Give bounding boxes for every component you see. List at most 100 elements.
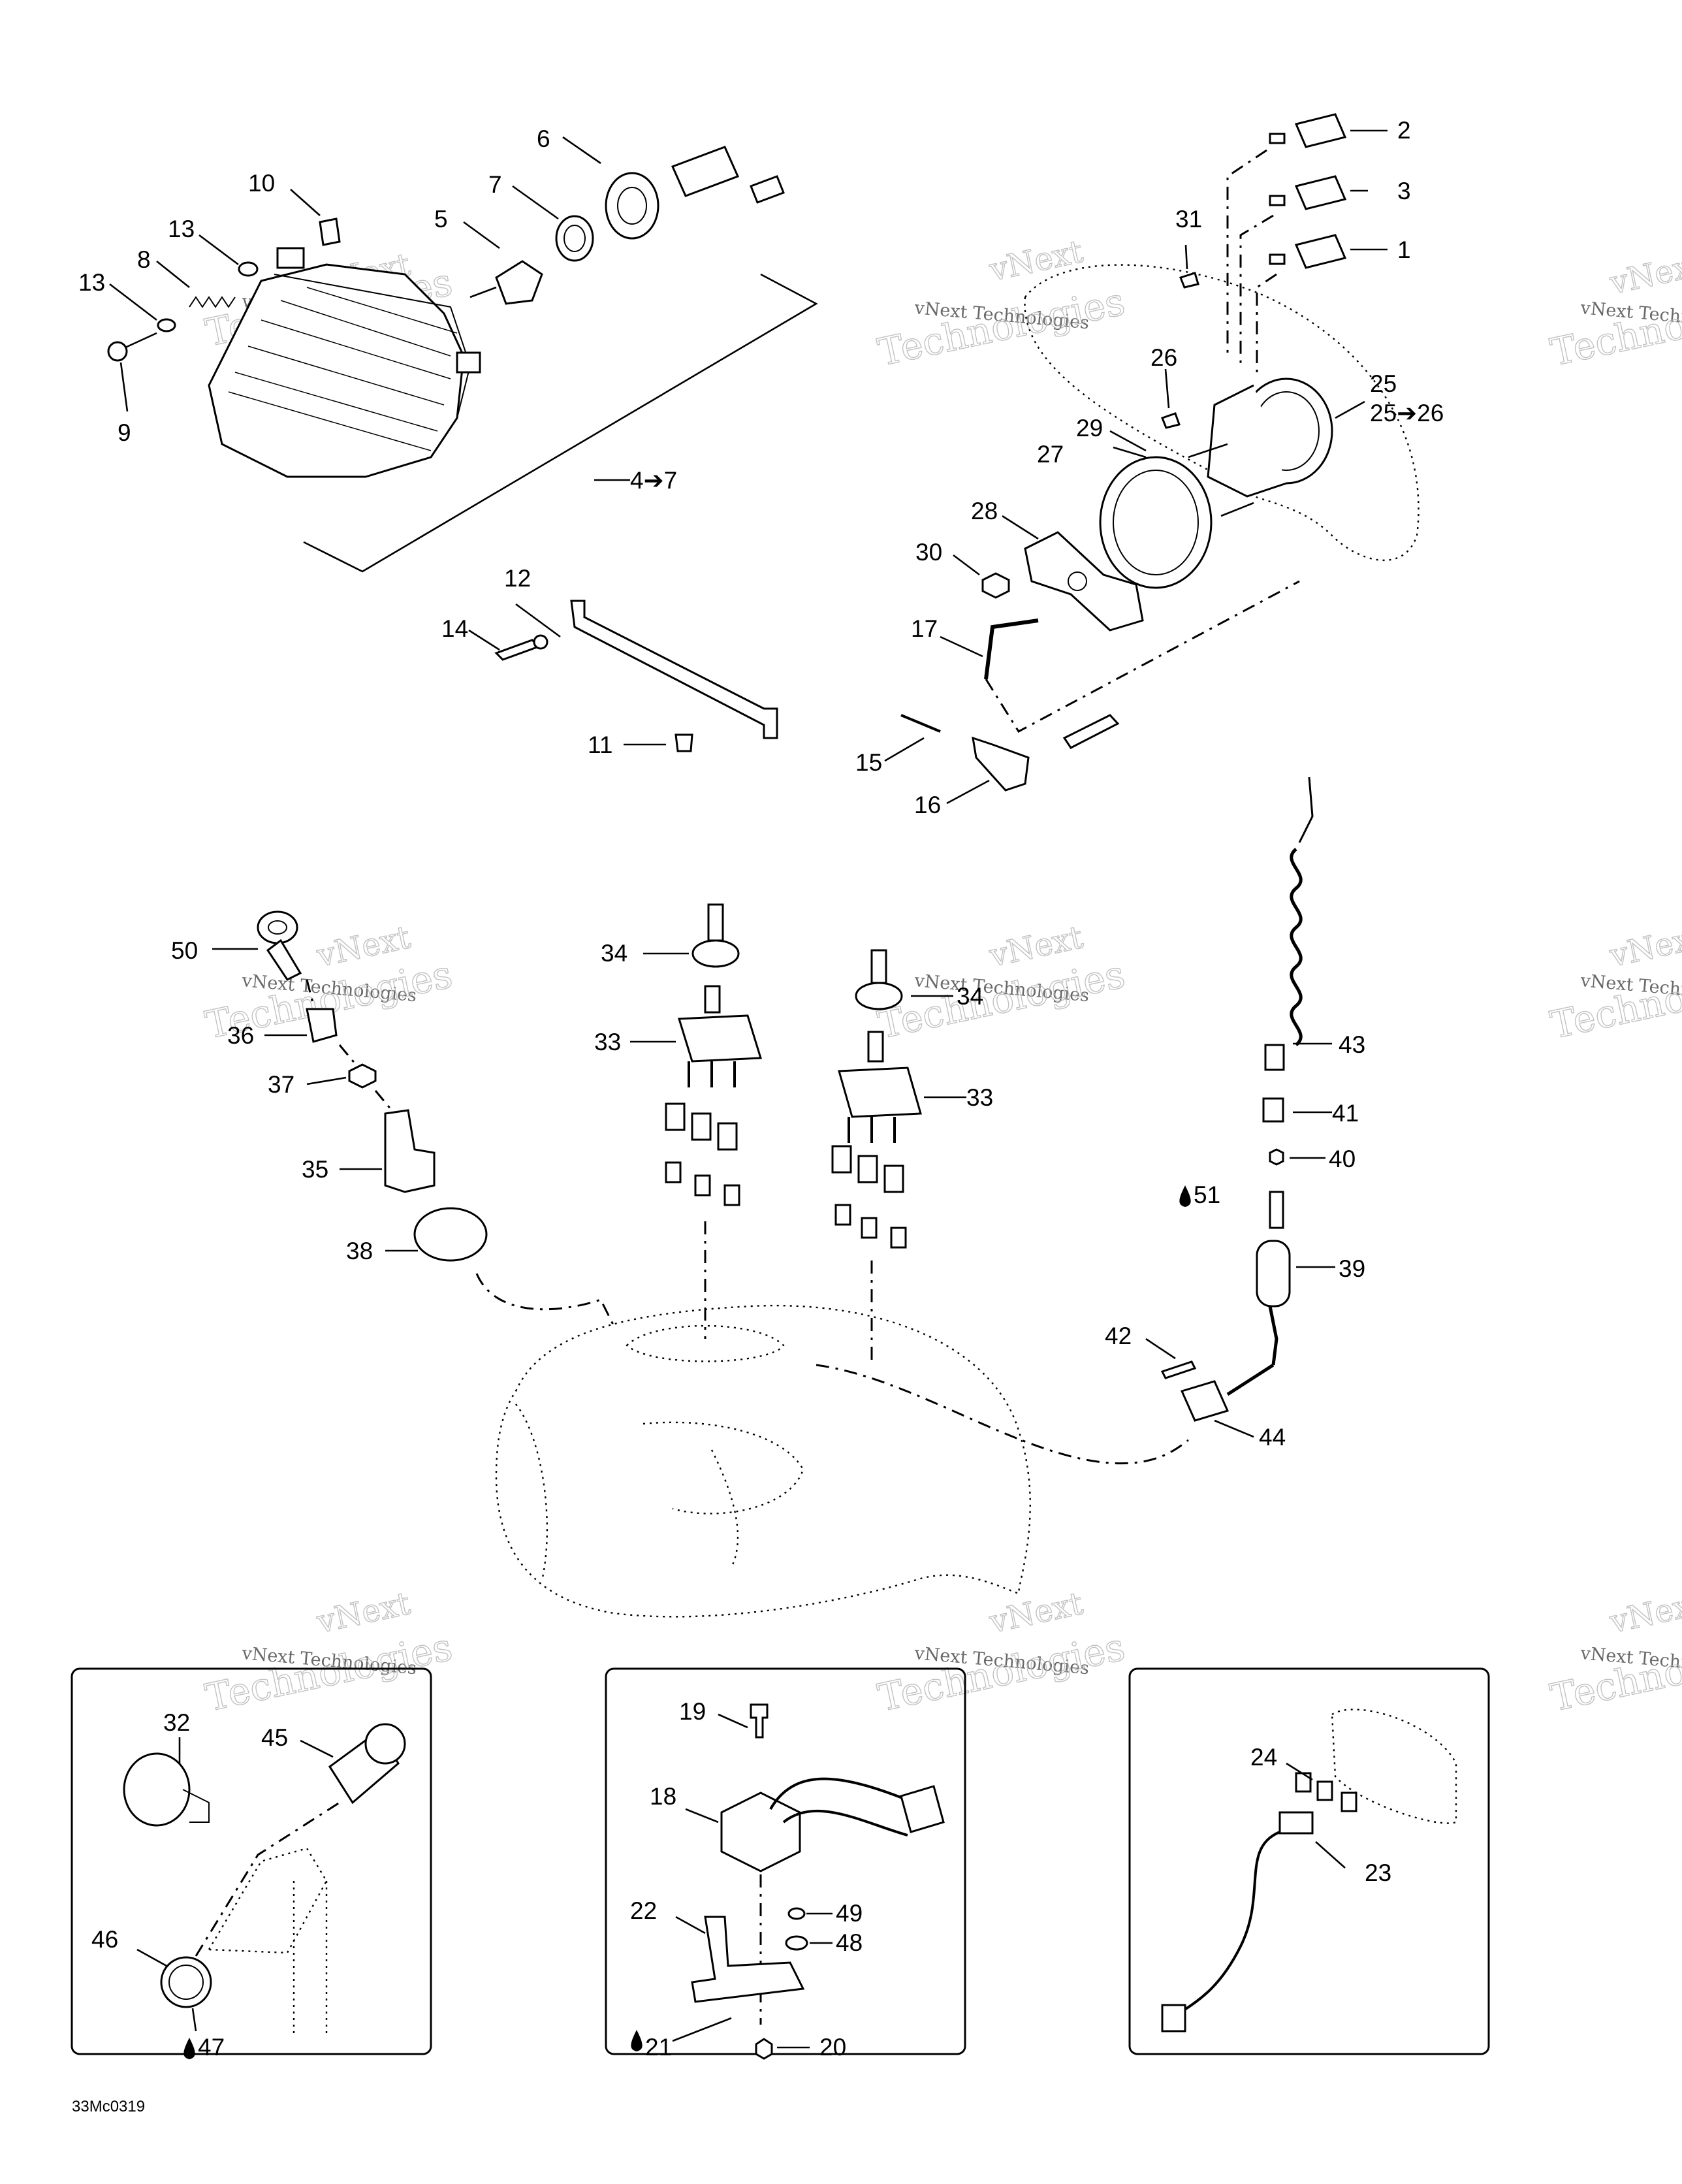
panel-left (71, 1667, 432, 2055)
gauge-bracket-hole (1068, 571, 1087, 591)
callout-1: 1 (1397, 236, 1411, 263)
cap-36 (306, 1008, 338, 1043)
post-stud (1269, 1191, 1284, 1229)
tether-nut (1269, 1148, 1284, 1166)
leader-21 (672, 2017, 732, 2042)
drop-icon (631, 2030, 643, 2051)
toggle-lever-left (707, 903, 724, 942)
leader-16 (946, 779, 990, 805)
leader-12 (515, 603, 561, 638)
callout-36: 36 (227, 1022, 254, 1049)
leader-6 (562, 136, 601, 165)
console-left-edge (515, 1404, 548, 1581)
headlight-tab (276, 247, 305, 269)
fuse-holder-plug (1161, 2004, 1186, 2032)
watermark-7: vNext vNext Technologies Technologies (201, 1584, 456, 1720)
diagram-code: 33Mc0319 (72, 2098, 145, 2115)
callout-40: 40 (1329, 1146, 1356, 1172)
tether-cap (1262, 1097, 1284, 1123)
callout-47-group: 47 (183, 2034, 225, 2061)
watermark-9: vNext vNext Technologies Technologies (1546, 1584, 1682, 1720)
callout-50: 50 (171, 937, 198, 964)
headlight-lens-hatch (228, 287, 458, 451)
callout-46: 46 (91, 1926, 118, 1953)
toggle-terminals-right (848, 1117, 896, 1143)
toggle-stem-left (704, 985, 721, 1014)
toggle-switch-right (838, 1067, 922, 1118)
headlight-housing (208, 263, 465, 478)
callout-18: 18 (650, 1783, 676, 1810)
rubber-boot (605, 172, 659, 240)
leader-31 (1184, 244, 1188, 270)
callout-51: 51 (1194, 1181, 1220, 1208)
leader-13a (198, 234, 239, 266)
bolt-19 (750, 1703, 769, 1739)
callout-32: 32 (163, 1709, 190, 1736)
clip (319, 217, 341, 246)
callout-16: 16 (914, 792, 941, 818)
switch-3 (1294, 175, 1347, 210)
panel-middle (605, 1667, 966, 2060)
grommet (674, 733, 693, 752)
callout-27: 27 (1037, 441, 1064, 468)
callout-2: 2 (1397, 117, 1411, 144)
drop-icon (183, 2038, 195, 2059)
toggle-switch-group (630, 903, 966, 1365)
switch-2-terminal (1269, 133, 1286, 144)
sensor-45-top (364, 1723, 406, 1765)
leader-7 (512, 185, 559, 220)
panel-middle-frame (605, 1667, 966, 2055)
leader-8 (156, 260, 190, 289)
leader-22 (675, 1916, 706, 1935)
coiled-tether (1290, 848, 1303, 1046)
callout-29: 29 (1076, 415, 1103, 442)
ignition-stack-line (306, 979, 393, 1111)
switch-wiring (1226, 149, 1277, 379)
leader-45 (300, 1739, 334, 1758)
callout-30: 30 (915, 539, 942, 566)
switch-1-terminal (1269, 253, 1286, 265)
ring-46-inner (168, 1965, 204, 2000)
console-fold (710, 1449, 739, 1568)
callout-22: 22 (630, 1897, 657, 1924)
adjustment-spring (189, 296, 236, 308)
leader-37 (306, 1076, 347, 1085)
post-switch-body (1256, 1240, 1291, 1308)
rubber-boot-inner (617, 187, 647, 225)
nut-37 (348, 1063, 377, 1089)
washer-48 (785, 1935, 808, 1951)
nut-30 (981, 572, 1010, 599)
callout-44: 44 (1259, 1424, 1286, 1451)
callout-39: 39 (1339, 1255, 1365, 1282)
svg-text:vNext: vNext (986, 1585, 1086, 1641)
watermark-3: vNext vNext Technologies Technologies (1546, 246, 1682, 375)
leader-15 (884, 737, 925, 762)
toggle-nut-left (691, 939, 740, 968)
nut-49 (787, 1907, 806, 1920)
washer-lower (157, 318, 176, 332)
console-body (495, 1304, 1031, 1618)
key-ring-inner (268, 920, 287, 935)
bulb-socket (495, 260, 543, 305)
panel-left-frame (71, 1667, 432, 2055)
sensor-32-terminal (182, 1789, 210, 1823)
callout-13-lower: 13 (78, 269, 105, 296)
leader-28 (1002, 515, 1039, 540)
svg-text:Technologies: Technologies (874, 279, 1129, 374)
callout-4-to-7: 4➔7 (630, 467, 677, 494)
rivet-head (533, 634, 548, 650)
callout-51-group: 51 (1179, 1181, 1220, 1208)
leader-47 (191, 2008, 197, 2032)
callout-48: 48 (836, 1929, 863, 1956)
panel-right-frame (1128, 1667, 1490, 2055)
tether-cord-group (1145, 777, 1335, 1438)
ignition-group (212, 910, 615, 1326)
screw-head (107, 341, 128, 362)
headlight-group-bracket (303, 273, 818, 573)
fitting-adapter (1062, 714, 1120, 749)
callout-20: 20 (819, 2034, 846, 2061)
screw-26 (1161, 412, 1181, 429)
terminal-set-right (831, 1145, 907, 1249)
leader-17 (940, 635, 983, 658)
retaining-ring-inner (563, 225, 586, 252)
